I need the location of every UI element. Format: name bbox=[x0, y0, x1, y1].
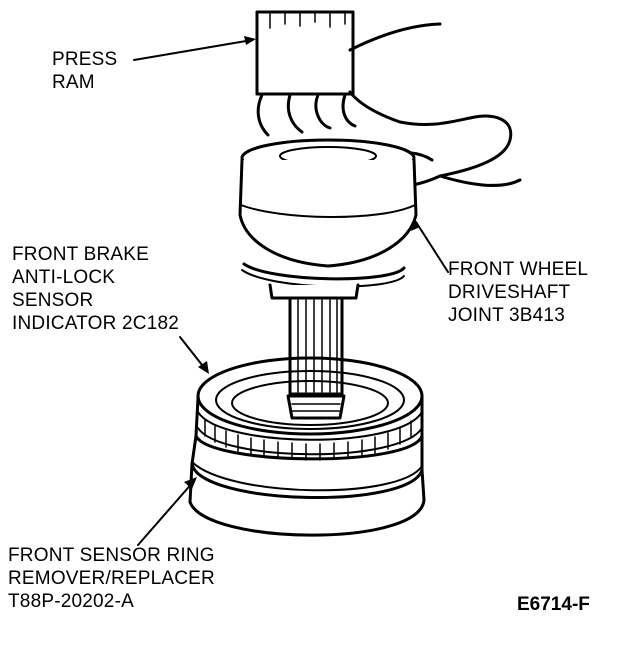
leader-driveshaft-joint bbox=[415, 221, 449, 273]
leader-press-ram bbox=[133, 39, 253, 61]
label-line: FRONT BRAKE bbox=[12, 244, 149, 265]
label-line: PRESS bbox=[52, 49, 118, 70]
label-sensor-tool: FRONT SENSOR RING REMOVER/REPLACER T88P-… bbox=[8, 544, 215, 613]
label-line: SENSOR bbox=[12, 290, 94, 311]
label-press-ram: PRESS RAM bbox=[52, 48, 117, 94]
label-line: INDICATOR 2C182 bbox=[12, 313, 180, 334]
label-line: JOINT 3B413 bbox=[448, 305, 565, 326]
label-sensor-indicator: FRONT BRAKE ANTI-LOCK SENSOR INDICATOR 2… bbox=[12, 243, 179, 335]
sensor-ring-tool bbox=[188, 356, 426, 537]
label-line: FRONT SENSOR RING bbox=[8, 545, 215, 566]
label-line: FRONT WHEEL bbox=[448, 259, 589, 280]
label-line: DRIVESHAFT bbox=[448, 282, 571, 303]
leader-sensor-indicator bbox=[179, 336, 207, 371]
label-line: RAM bbox=[52, 72, 95, 93]
label-line: REMOVER/REPLACER bbox=[8, 568, 215, 589]
label-line: ANTI-LOCK bbox=[12, 267, 116, 288]
cv-joint-housing bbox=[238, 138, 418, 300]
label-line: T88P-20202-A bbox=[8, 591, 134, 612]
leader-lines bbox=[133, 36, 449, 546]
splined-shaft bbox=[286, 296, 346, 420]
figure-id: E6714-F bbox=[517, 594, 590, 615]
label-driveshaft-joint: FRONT WHEEL DRIVESHAFT JOINT 3B413 bbox=[448, 258, 588, 327]
leader-sensor-tool bbox=[137, 480, 195, 546]
press-ram bbox=[255, 10, 355, 96]
